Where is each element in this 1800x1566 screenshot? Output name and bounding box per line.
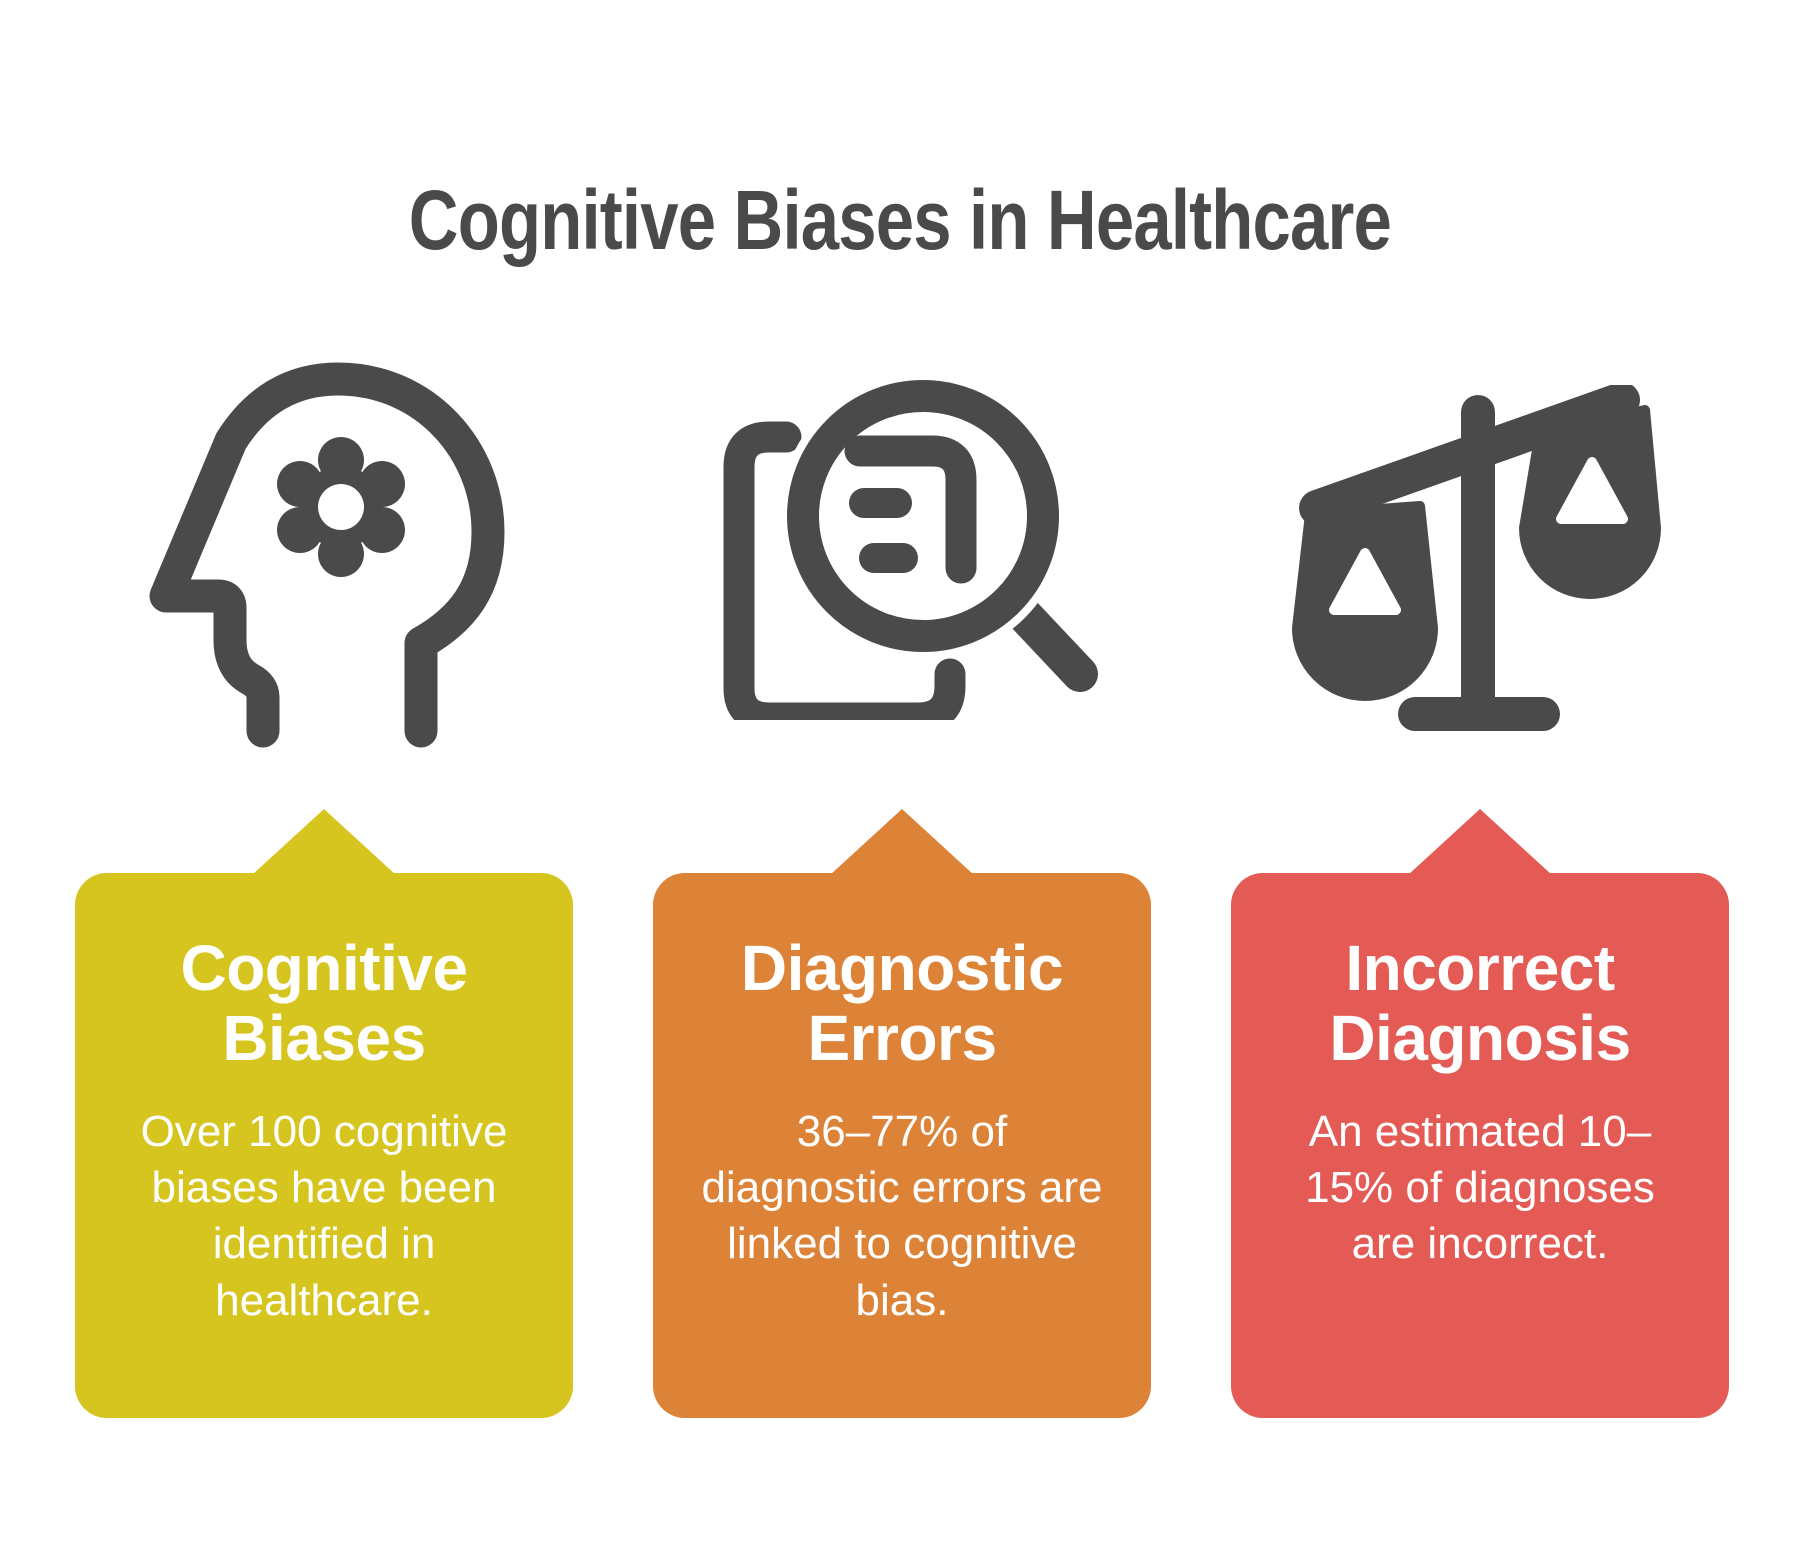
scales-icon	[1292, 385, 1661, 731]
card-description: 36–77% of diagnostic errors are linked t…	[701, 1106, 1103, 1325]
card-description: An estimated 10– 15% of diagnoses are in…	[1305, 1106, 1655, 1269]
card-incorrect-diagnosis: Incorrect Diagnosis An estimated 10– 15%…	[1231, 809, 1729, 1418]
scale-beam	[1299, 385, 1640, 526]
card-pointer	[830, 809, 974, 875]
card-title: Incorrect Diagnosis	[1329, 932, 1631, 1075]
magnified-page-corner	[844, 435, 977, 584]
card-body: Incorrect Diagnosis An estimated 10– 15%…	[1231, 873, 1729, 1418]
head-outline	[149, 362, 505, 748]
card-title: Cognitive Biases	[180, 932, 468, 1075]
page-title: Cognitive Biases in Healthcare	[0, 172, 1800, 269]
scale-left-pan-hole	[1329, 548, 1401, 615]
document-magnifier-icon	[723, 372, 1098, 720]
card-description: Over 100 cognitive biases have been iden…	[140, 1106, 508, 1325]
card-body: Diagnostic Errors 36–77% of diagnostic e…	[653, 873, 1151, 1418]
card-pointer	[252, 809, 396, 875]
magnifier-lens	[787, 380, 1059, 652]
card-cognitive-biases: Cognitive Biases Over 100 cognitive bias…	[75, 809, 573, 1418]
page-title-text: Cognitive Biases in Healthcare	[408, 173, 1392, 268]
document-outline	[723, 421, 966, 720]
card-diagnostic-errors: Diagnostic Errors 36–77% of diagnostic e…	[653, 809, 1151, 1418]
gear-flower-hole	[318, 484, 364, 530]
card-pointer	[1408, 809, 1552, 875]
card-title: Diagnostic Errors	[740, 932, 1064, 1075]
scale-base	[1398, 697, 1560, 731]
head-gear-icon	[149, 362, 505, 748]
scale-right-pan-hole	[1556, 457, 1628, 524]
card-body: Cognitive Biases Over 100 cognitive bias…	[75, 873, 573, 1418]
